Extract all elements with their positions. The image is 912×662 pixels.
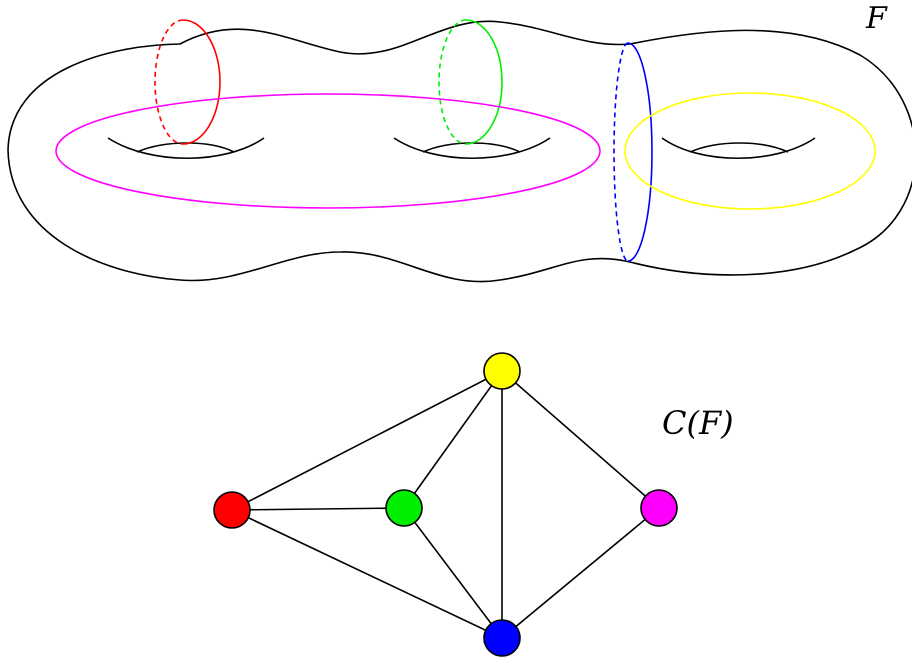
vertex-red [213, 491, 251, 529]
green-curve-front [465, 19, 503, 145]
hole-left [107, 137, 265, 160]
green-curve [438, 19, 503, 145]
edge-magenta-blue [501, 507, 660, 639]
surface-label: F [865, 1, 888, 36]
yellow-curve [624, 92, 876, 210]
curve-complex-graph: C(F) [213, 352, 734, 657]
red-curve-back [154, 19, 184, 145]
vertex-magenta [640, 489, 678, 527]
hole-middle [393, 137, 551, 160]
blue-curve-front [627, 42, 653, 262]
vertex-blue [483, 619, 521, 657]
hole-right [661, 137, 816, 160]
vertex-yellow [483, 352, 521, 390]
edge-green-yellow [403, 370, 503, 509]
blue-curve [613, 42, 653, 262]
edge-yellow-magenta [501, 370, 660, 509]
graph-vertices [213, 352, 678, 657]
edge-red-blue [231, 509, 503, 639]
surface-outline [7, 20, 912, 283]
magenta-curve [55, 93, 601, 209]
edge-red-green [231, 507, 405, 511]
graph-edges [231, 370, 660, 639]
vertex-green [385, 489, 423, 527]
red-curve [154, 19, 221, 145]
blue-curve-back [613, 42, 629, 262]
red-curve-front [182, 19, 221, 145]
edge-green-blue [403, 507, 503, 639]
edge-red-yellow [231, 370, 503, 511]
graph-label: C(F) [662, 404, 734, 442]
surface-figure: F [7, 1, 912, 283]
green-curve-back [438, 19, 467, 145]
